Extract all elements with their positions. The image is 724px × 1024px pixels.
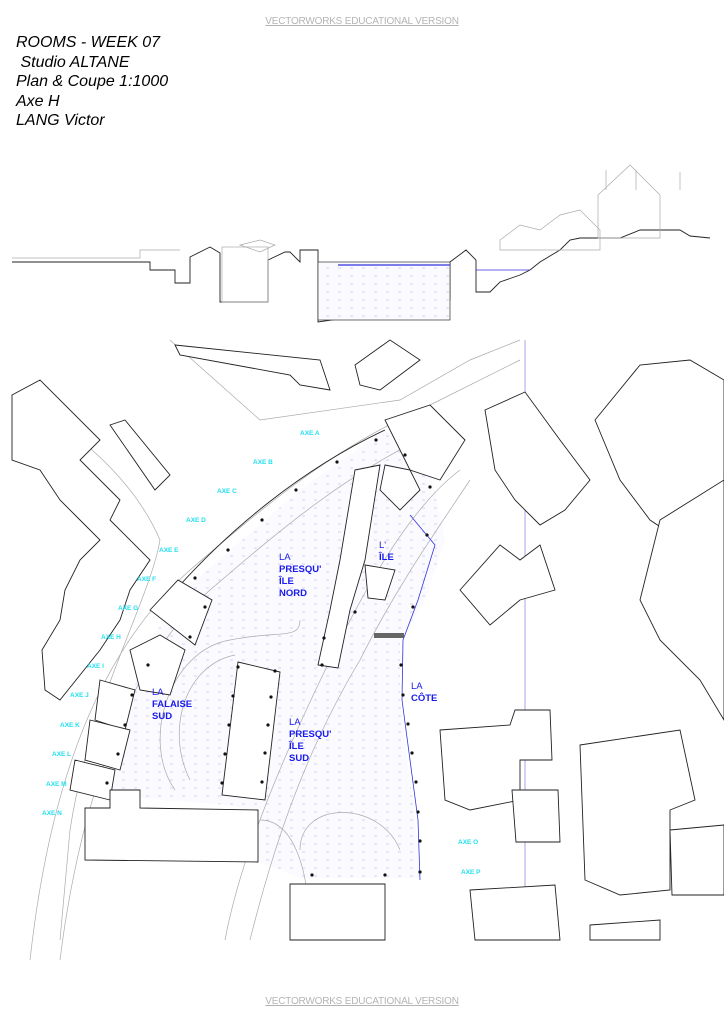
zone-label-line: SUD	[152, 711, 172, 722]
zone-label-line: SUD	[289, 753, 309, 764]
zone-presquile-sud: LA PRESQU' ÎLE SUD	[288, 717, 331, 764]
axis-label-b: AXE B	[253, 459, 273, 466]
axis-label-c: AXE C	[217, 488, 237, 495]
axis-label-f: AXE F	[137, 576, 156, 583]
zone-label-line: LA	[279, 552, 291, 563]
axis-label-e: AXE E	[159, 547, 179, 554]
axis-labels: AXE A AXE B AXE C AXE D AXE E AXE F AXE …	[42, 430, 481, 876]
axis-label-n: AXE N	[42, 810, 62, 817]
axis-label-o: AXE O	[458, 839, 478, 846]
site-plan	[11, 339, 724, 961]
axis-label-h: AXE H	[101, 634, 121, 641]
title-scale: Plan & Coupe 1:1000	[16, 73, 169, 90]
zone-label-line: ÎLE	[288, 740, 304, 752]
zone-label-line: LA	[289, 717, 301, 728]
zone-label-line: NORD	[279, 588, 307, 599]
axis-label-a: AXE A	[300, 430, 320, 437]
axis-label-j: AXE J	[70, 692, 89, 699]
zone-cote: LA CÔTE	[411, 681, 437, 704]
zone-ile: L' ÎLE	[378, 540, 394, 563]
axis-label-l: AXE L	[52, 751, 71, 758]
title-axis: Axe H	[16, 92, 60, 110]
zone-falaise-sud: LA FALAISE SUD	[152, 687, 192, 722]
axis-label-i: AXE I	[87, 663, 104, 670]
zone-presquile-nord: LA PRESQU' ÎLE NORD	[278, 552, 321, 599]
title-studio: Studio ALTANE	[16, 53, 130, 71]
watermark-bottom: VECTORWORKS EDUCATIONAL VERSION	[265, 996, 459, 1007]
zone-labels: LA PRESQU' ÎLE NORD L' ÎLE LA FALAISE SU…	[152, 540, 437, 764]
zone-label-line: CÔTE	[411, 692, 437, 704]
zone-label-line: ÎLE	[378, 551, 394, 563]
zone-label-line: PRESQU'	[279, 564, 321, 575]
axis-label-k: AXE K	[60, 722, 80, 729]
stair-element	[374, 633, 404, 638]
zone-label-line: PRESQU'	[289, 729, 331, 740]
zone-label-line: LA	[411, 681, 423, 692]
zone-label-line: FALAISE	[152, 699, 192, 710]
title-block: ROOMS - WEEK 07 Studio ALTANE Plan & Cou…	[16, 33, 168, 131]
axis-label-d: AXE D	[186, 517, 206, 524]
axis-label-g: AXE G	[118, 605, 138, 612]
watermark-top: VECTORWORKS EDUCATIONAL VERSION	[265, 16, 459, 27]
zone-label-line: ÎLE	[278, 575, 294, 587]
zone-label-line: L'	[379, 540, 386, 551]
column-markers	[105, 438, 432, 877]
zone-label-line: LA	[152, 687, 164, 698]
title-project: ROOMS - WEEK 07	[16, 34, 161, 51]
axis-label-m: AXE M	[46, 781, 67, 788]
title-author: LANG Victor	[16, 112, 105, 129]
axis-label-p: AXE P	[461, 869, 481, 876]
section-elevation	[12, 164, 711, 323]
